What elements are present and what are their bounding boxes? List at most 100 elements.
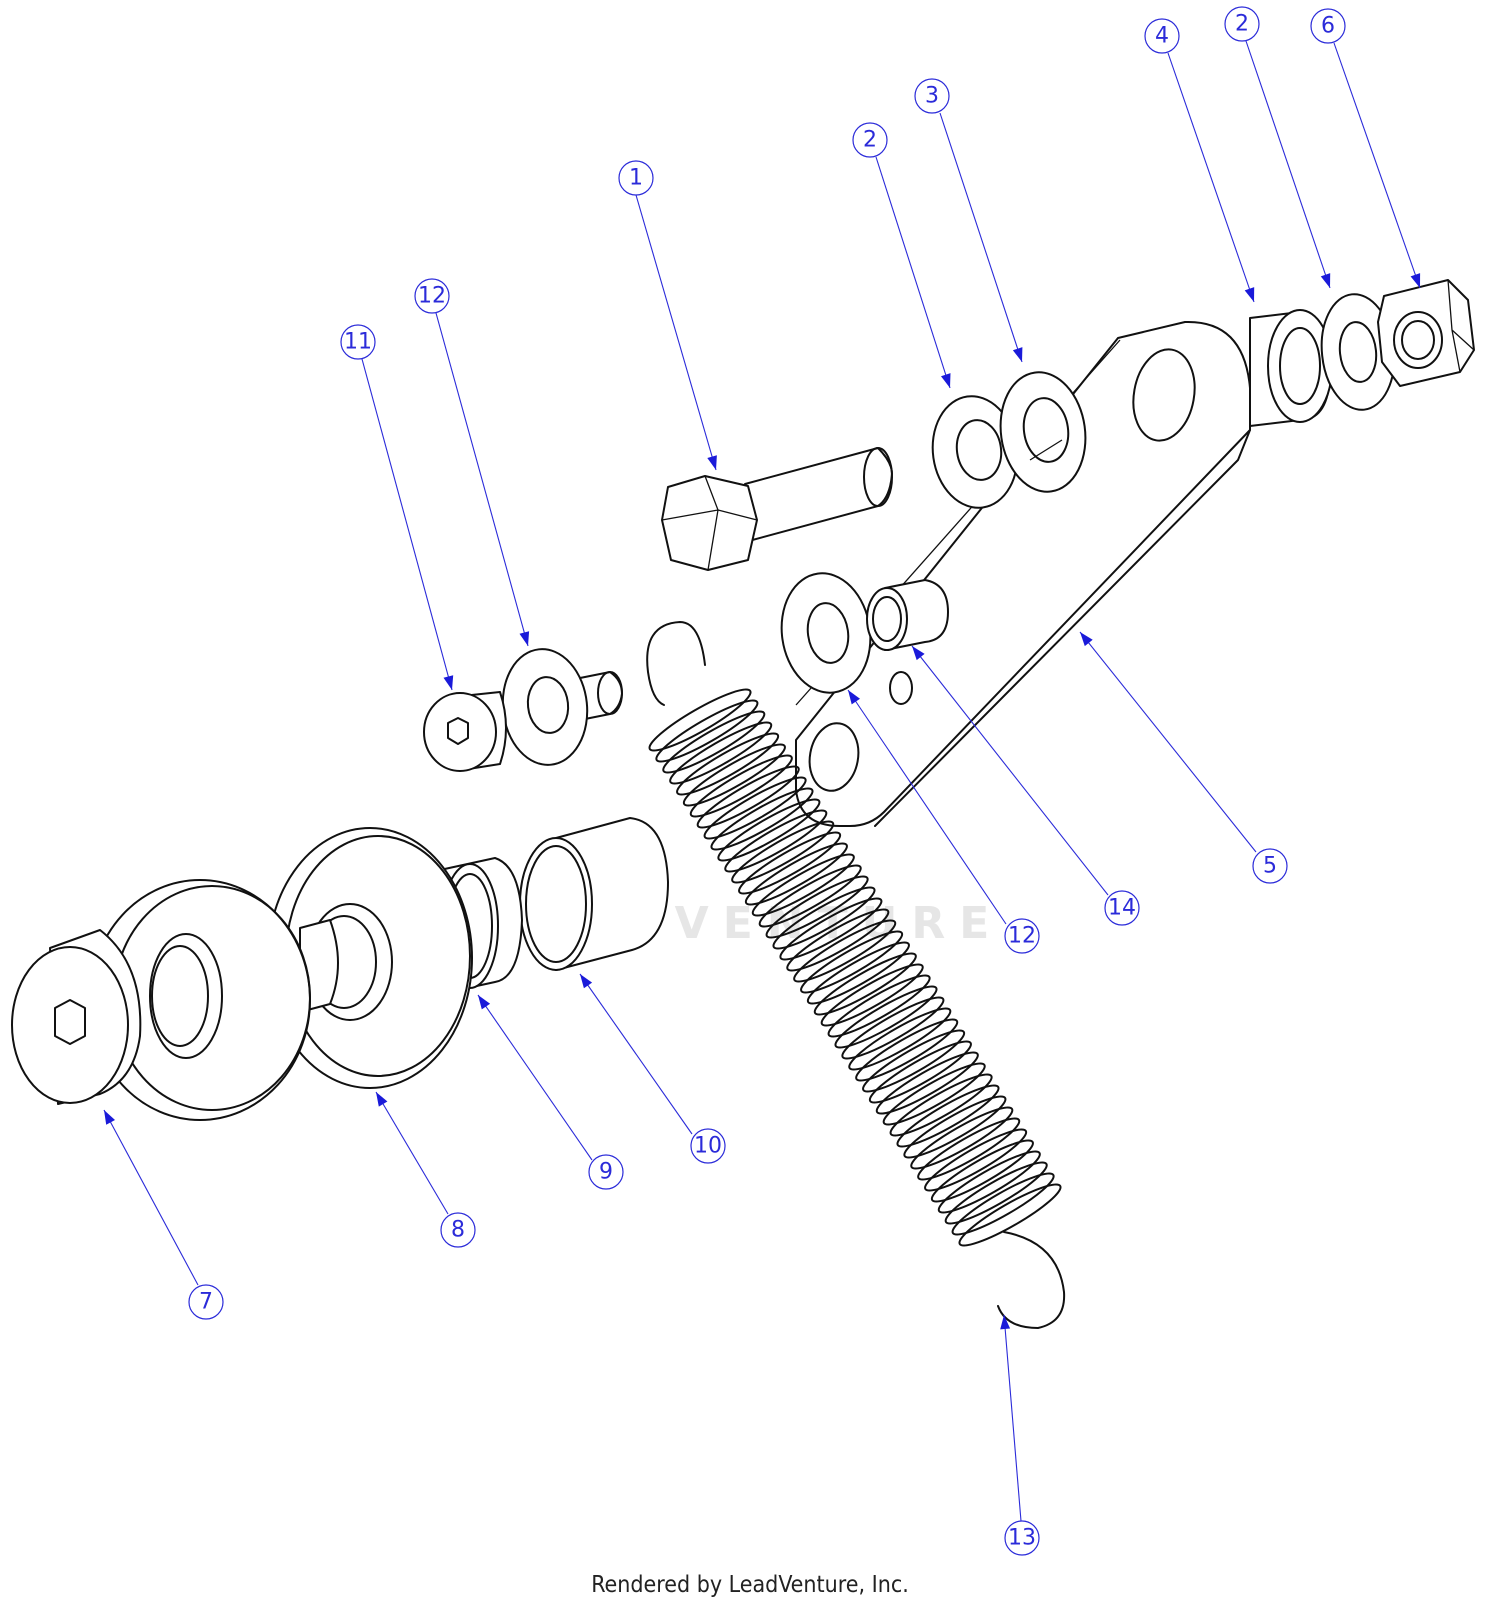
spring-coil xyxy=(868,1040,972,1104)
spring-coil xyxy=(889,1073,993,1137)
svg-text:4: 4 xyxy=(1155,24,1169,49)
hex-nut xyxy=(1377,279,1475,387)
spring-coil xyxy=(669,721,773,785)
small-spacer xyxy=(866,579,949,651)
callout-leader-line xyxy=(875,156,951,389)
spring-coil xyxy=(924,1128,1028,1192)
callout-leader-line xyxy=(847,689,1007,925)
spring-coil xyxy=(841,996,945,1060)
spring-coil xyxy=(820,963,924,1027)
callout-balloon: 2 xyxy=(1224,6,1260,42)
callout-leaders xyxy=(103,40,1421,1522)
svg-text:11: 11 xyxy=(344,330,372,355)
callout-leader-line xyxy=(911,645,1109,896)
spring-coil xyxy=(882,1062,986,1126)
svg-text:12: 12 xyxy=(1008,924,1036,949)
spacer-bushing xyxy=(1249,309,1333,427)
callout-balloon: 2 xyxy=(852,122,888,158)
spring-coil xyxy=(917,1117,1021,1181)
callout-leader-line xyxy=(579,973,693,1135)
spring-coil xyxy=(862,1029,966,1093)
svg-text:2: 2 xyxy=(863,128,877,153)
callout-arrowhead xyxy=(1244,287,1255,302)
callout-leader-line xyxy=(635,194,717,471)
spring-coil xyxy=(786,908,890,972)
callout-balloon: 1 xyxy=(618,160,654,196)
spring-coil xyxy=(758,864,862,928)
spring-coil xyxy=(751,853,855,917)
callout-leader-line xyxy=(1079,631,1257,853)
callout-arrowhead xyxy=(580,974,593,989)
callout-balloon: 6 xyxy=(1310,8,1346,44)
render-credit: Rendered by LeadVenture, Inc. xyxy=(591,1572,909,1598)
callout-arrowhead xyxy=(1320,273,1331,288)
spring-coil xyxy=(744,842,848,906)
callout-leader-line xyxy=(361,358,453,691)
callout-balloon: 12 xyxy=(414,278,450,314)
spring-coil xyxy=(930,1139,1034,1203)
callout-balloon: 9 xyxy=(588,1154,624,1190)
spring-coil xyxy=(958,1183,1062,1247)
callout-leader-line xyxy=(375,1091,449,1215)
callout-arrowhead xyxy=(1012,347,1023,362)
spring-coil xyxy=(724,809,828,873)
spring-coil xyxy=(813,952,917,1016)
callout-arrowhead xyxy=(1000,1315,1011,1330)
callout-balloon: 3 xyxy=(914,78,950,114)
callout-leader-line xyxy=(939,112,1023,363)
socket-cap-screw xyxy=(11,929,142,1105)
callout-arrowhead xyxy=(848,690,860,705)
callout-arrowhead xyxy=(707,455,717,470)
callout-balloon: 14 xyxy=(1104,890,1140,926)
callout-leader-line xyxy=(1167,52,1255,303)
spring-coil xyxy=(910,1106,1014,1170)
spring-coil xyxy=(689,754,793,818)
callout-arrowhead xyxy=(519,631,530,646)
callout-arrowhead xyxy=(941,373,951,388)
callout-arrowhead xyxy=(912,646,925,661)
callout-leader-line xyxy=(435,312,529,647)
callout-balloon: 10 xyxy=(690,1128,726,1164)
spring-coil xyxy=(682,743,786,807)
callout-balloon: 8 xyxy=(440,1212,476,1248)
spring-coil xyxy=(806,941,910,1005)
callout-arrowhead xyxy=(104,1110,115,1125)
shoulder-bolt-head xyxy=(423,691,507,772)
spring-coil xyxy=(765,875,869,939)
spring-coil xyxy=(951,1172,1055,1236)
callout-arrowhead xyxy=(478,995,491,1010)
callout-leader-line xyxy=(1003,1314,1022,1522)
spring-coil xyxy=(875,1051,979,1115)
callout-balloon: 11 xyxy=(340,324,376,360)
spring-coil xyxy=(731,820,835,884)
svg-text:3: 3 xyxy=(925,84,939,109)
callout-balloon: 5 xyxy=(1252,848,1288,884)
bushing-sleeve xyxy=(519,817,669,971)
lock-washer xyxy=(999,371,1087,493)
spring-coil xyxy=(896,1084,1000,1148)
spring-coil xyxy=(827,974,931,1038)
svg-text:12: 12 xyxy=(418,284,446,309)
callout-balloon: 7 xyxy=(188,1284,224,1320)
spring-coil xyxy=(903,1095,1007,1159)
svg-text:8: 8 xyxy=(451,1218,465,1243)
spring-coil xyxy=(717,798,821,862)
callout-balloon: 13 xyxy=(1004,1520,1040,1556)
callout-balloons: 1 2 3 2 4 6 12 11 5 14 12 10 9 8 7 13 xyxy=(188,6,1346,1556)
spring-coil xyxy=(937,1150,1041,1214)
spring-coil xyxy=(655,699,759,763)
spring-coil xyxy=(738,831,842,895)
spring-coil xyxy=(793,919,897,983)
spring-coil xyxy=(779,897,883,961)
callout-balloon: 4 xyxy=(1144,18,1180,54)
extension-spring xyxy=(646,621,1066,1329)
spring-coil xyxy=(855,1018,959,1082)
hex-bolt xyxy=(661,447,893,571)
spring-coil xyxy=(662,710,766,774)
svg-text:9: 9 xyxy=(599,1160,613,1185)
callout-arrowhead xyxy=(1410,273,1421,288)
spring-coil xyxy=(834,985,938,1049)
spring-coil xyxy=(703,776,807,840)
svg-text:14: 14 xyxy=(1108,896,1136,921)
